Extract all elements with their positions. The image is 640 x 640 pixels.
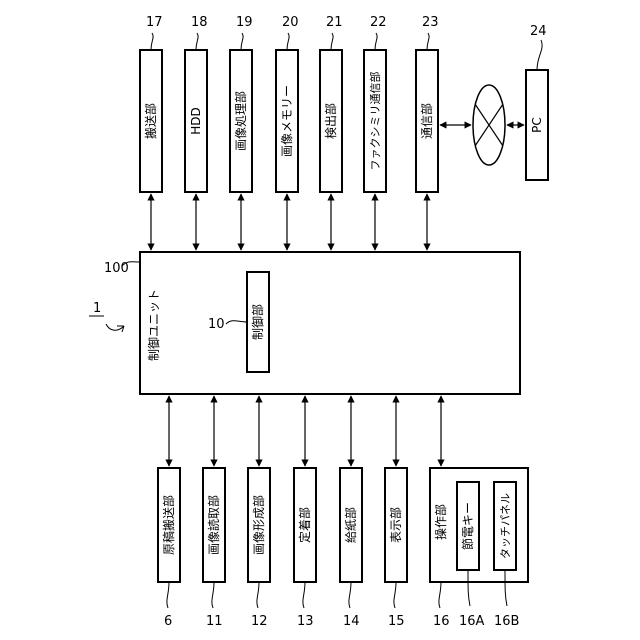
top-arrows xyxy=(151,194,427,250)
image-former-label: 画像形成部 xyxy=(251,495,266,555)
control-unit: 制御ユニット 100 xyxy=(104,252,520,394)
pc-label: PC xyxy=(530,117,544,133)
pc-box: PC 24 xyxy=(526,24,548,180)
conveyor-ref: 17 xyxy=(146,15,163,30)
detector-ref: 21 xyxy=(326,15,343,30)
device-ref: 1 xyxy=(89,301,124,332)
touch-panel: タッチパネル 16B xyxy=(494,482,519,629)
communication-ref: 23 xyxy=(422,15,439,30)
top-component-conveyor: 搬送部 17 xyxy=(140,15,163,192)
bottom-component-document-feeder: 原稿搬送部 6 xyxy=(158,468,180,629)
controller-ref: 10 xyxy=(208,317,225,332)
bottom-component-image-former: 画像形成部 12 xyxy=(248,468,270,629)
bottom-arrows xyxy=(169,396,441,466)
pc-ref: 24 xyxy=(530,24,547,39)
fax-label: ファクシミリ通信部 xyxy=(368,72,382,171)
operation-ref: 16 xyxy=(433,614,450,629)
document-feeder-label: 原稿搬送部 xyxy=(161,495,176,555)
display-label: 表示部 xyxy=(388,507,403,543)
document-feeder-ref: 6 xyxy=(164,614,172,629)
power-save-key-ref: 16A xyxy=(459,614,485,629)
fixing-label: 定着部 xyxy=(297,507,312,543)
bottom-component-fixing: 定着部 13 xyxy=(294,468,316,629)
image-memory-label: 画像メモリー xyxy=(280,85,294,157)
hdd-label: HDD xyxy=(189,107,203,135)
top-component-detector: 検出部 21 xyxy=(320,15,343,192)
controller-label: 制御部 xyxy=(250,304,265,340)
top-component-communication: 通信部 23 xyxy=(416,15,439,192)
communication-label: 通信部 xyxy=(419,103,434,139)
image-processing-ref: 19 xyxy=(236,15,253,30)
device-ref-number: 1 xyxy=(93,301,101,316)
bottom-component-image-reader: 画像読取部 11 xyxy=(203,468,225,629)
bottom-component-display: 表示部 15 xyxy=(385,468,407,629)
paper-feed-ref: 14 xyxy=(343,614,360,629)
fax-ref: 22 xyxy=(370,15,387,30)
image-processing-label: 画像処理部 xyxy=(233,91,248,151)
operation-label: 操作部 xyxy=(433,504,448,540)
detector-label: 検出部 xyxy=(323,103,338,139)
network-cloud xyxy=(473,85,505,165)
control-unit-label: 制御ユニット xyxy=(146,289,161,361)
control-unit-ref: 100 xyxy=(104,261,129,276)
top-component-image-memory: 画像メモリー 20 xyxy=(276,15,299,192)
display-ref: 15 xyxy=(388,614,405,629)
image-memory-ref: 20 xyxy=(282,15,299,30)
top-component-image-processing: 画像処理部 19 xyxy=(230,15,253,192)
touch-panel-ref: 16B xyxy=(494,614,519,629)
top-component-fax: ファクシミリ通信部 22 xyxy=(364,15,387,192)
fixing-ref: 13 xyxy=(297,614,314,629)
touch-panel-label: タッチパネル xyxy=(499,493,512,559)
conveyor-label: 搬送部 xyxy=(143,103,158,139)
paper-feed-label: 給紙部 xyxy=(343,507,358,543)
power-save-key-label: 節電キー xyxy=(460,502,475,550)
hdd-ref: 18 xyxy=(191,15,208,30)
image-reader-ref: 11 xyxy=(206,614,223,629)
top-component-hdd: HDD 18 xyxy=(185,15,208,192)
bottom-component-paper-feed: 給紙部 14 xyxy=(340,468,362,629)
image-reader-label: 画像読取部 xyxy=(206,495,221,555)
image-former-ref: 12 xyxy=(251,614,268,629)
